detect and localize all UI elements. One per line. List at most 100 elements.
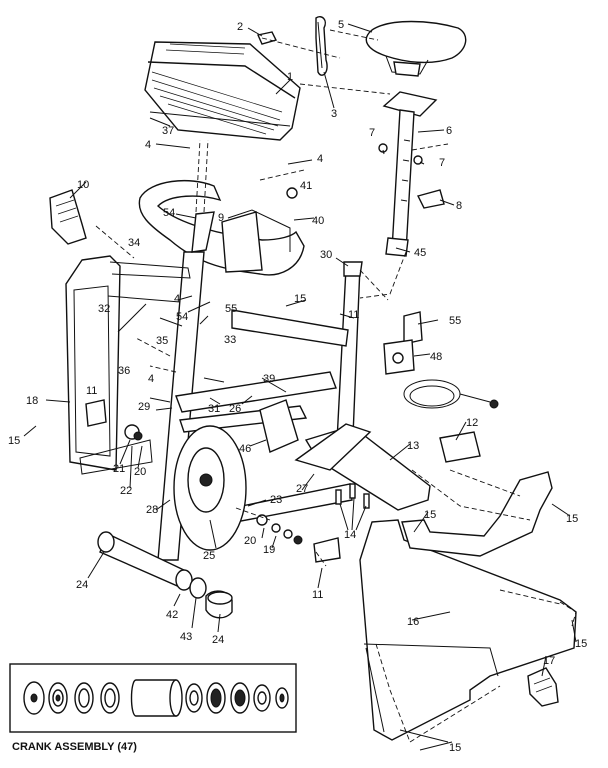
- bolts-14: [335, 483, 370, 509]
- stabilizer-end-cap-24: [205, 590, 233, 619]
- crank-ring: [230, 682, 250, 714]
- label-32: 32: [98, 303, 110, 315]
- stabilizer-end-cap-43: [189, 577, 207, 599]
- label-15: 15: [575, 638, 587, 650]
- label-15: 15: [449, 742, 461, 754]
- crank-nut: [275, 687, 289, 709]
- crank-bearing-cup: [48, 682, 68, 714]
- pedal-right: [527, 667, 559, 707]
- front-stabilizer: [97, 531, 193, 591]
- chain-guard: [259, 399, 299, 453]
- pedal-left: [49, 189, 87, 245]
- label-7: 7: [439, 157, 445, 169]
- label-9: 9: [218, 212, 224, 224]
- label-16: 16: [407, 616, 419, 628]
- label-4: 4: [148, 373, 154, 385]
- handlebar-knob-41: [286, 187, 298, 199]
- label-43: 43: [180, 631, 192, 643]
- label-11: 11: [312, 589, 323, 601]
- leader-lines: [23, 23, 577, 751]
- crank-ring: [74, 682, 94, 714]
- label-1: 1: [287, 71, 293, 83]
- left-shroud-inner: [107, 261, 191, 303]
- label-55: 55: [225, 303, 237, 315]
- console-bracket: [149, 111, 291, 127]
- label-19: 19: [263, 544, 275, 556]
- label-3: 3: [331, 108, 337, 120]
- pulse-strap: [315, 16, 328, 76]
- label-39: 39: [263, 373, 275, 385]
- label-15: 15: [294, 293, 306, 305]
- label-11: 11: [86, 385, 97, 397]
- label-22: 22: [120, 485, 132, 497]
- label-5: 5: [338, 19, 344, 31]
- label-33: 33: [224, 334, 236, 346]
- label-4: 4: [174, 293, 180, 305]
- label-28: 28: [146, 504, 158, 516]
- label-35: 35: [156, 335, 168, 347]
- right-shroud-top: [401, 471, 553, 557]
- label-8: 8: [456, 200, 462, 212]
- label-20: 20: [244, 535, 256, 547]
- rear-support: [294, 423, 372, 471]
- label-10: 10: [77, 179, 89, 191]
- tension-box-48: [383, 339, 415, 375]
- label-55: 55: [449, 315, 461, 327]
- part-labels: 1 2 3 4 4 4 4 5 6 7 7 8 9 10 11 11 11 12…: [8, 19, 587, 754]
- label-24: 24: [76, 579, 88, 591]
- label-34: 34: [128, 237, 140, 249]
- label-40: 40: [312, 215, 324, 227]
- label-31: 31: [208, 403, 220, 415]
- label-15: 15: [424, 509, 436, 521]
- label-48: 48: [430, 351, 442, 363]
- pulley-hub: [124, 424, 143, 441]
- label-15: 15: [8, 435, 20, 447]
- crank-ring: [100, 682, 120, 714]
- label-41: 41: [300, 180, 312, 192]
- label-23: 23: [270, 494, 282, 506]
- label-4: 4: [317, 153, 323, 165]
- right-shroud: [359, 519, 577, 741]
- label-20: 20: [134, 466, 146, 478]
- seat-post-sleeve-45: [385, 237, 409, 257]
- seat: [365, 20, 467, 77]
- cable-coil: [403, 379, 499, 409]
- console-battery-cover: [257, 31, 278, 45]
- label-26: 26: [229, 403, 241, 415]
- label-12: 12: [466, 417, 478, 429]
- alignment-lines: [95, 29, 577, 743]
- label-54: 54: [176, 311, 188, 323]
- label-17: 17: [543, 655, 555, 667]
- left-shroud: [65, 255, 153, 475]
- label-30: 30: [320, 249, 332, 261]
- label-2: 2: [237, 21, 243, 33]
- seat-post-clip-8: [416, 189, 445, 209]
- crank-bearing: [185, 683, 203, 713]
- label-29: 29: [138, 401, 150, 413]
- label-27: 27: [296, 483, 308, 495]
- label-13: 13: [407, 440, 419, 452]
- axle-spacers: [256, 514, 303, 545]
- handlebar: [138, 180, 305, 276]
- label-11: 11: [348, 309, 359, 321]
- label-25: 25: [203, 550, 215, 562]
- seat-post: [391, 109, 415, 253]
- reed-switch-11: [85, 399, 341, 563]
- crank-assembly-inset: [9, 663, 297, 733]
- label-37: 37: [162, 125, 174, 137]
- seat-tube-30: [343, 261, 363, 277]
- label-24: 24: [212, 634, 224, 646]
- label-14: 14: [344, 529, 356, 541]
- label-18: 18: [26, 395, 38, 407]
- crank-washer: [23, 681, 45, 715]
- label-54: 54: [163, 207, 175, 219]
- label-4: 4: [145, 139, 151, 151]
- label-42: 42: [166, 609, 178, 621]
- label-46: 46: [239, 443, 251, 455]
- crank-assembly-caption: CRANK ASSEMBLY (47): [12, 741, 137, 753]
- idler-bracket-55: [403, 311, 423, 345]
- crank-washer: [253, 684, 271, 712]
- label-21: 21: [113, 463, 125, 475]
- crank-bearing: [206, 682, 226, 714]
